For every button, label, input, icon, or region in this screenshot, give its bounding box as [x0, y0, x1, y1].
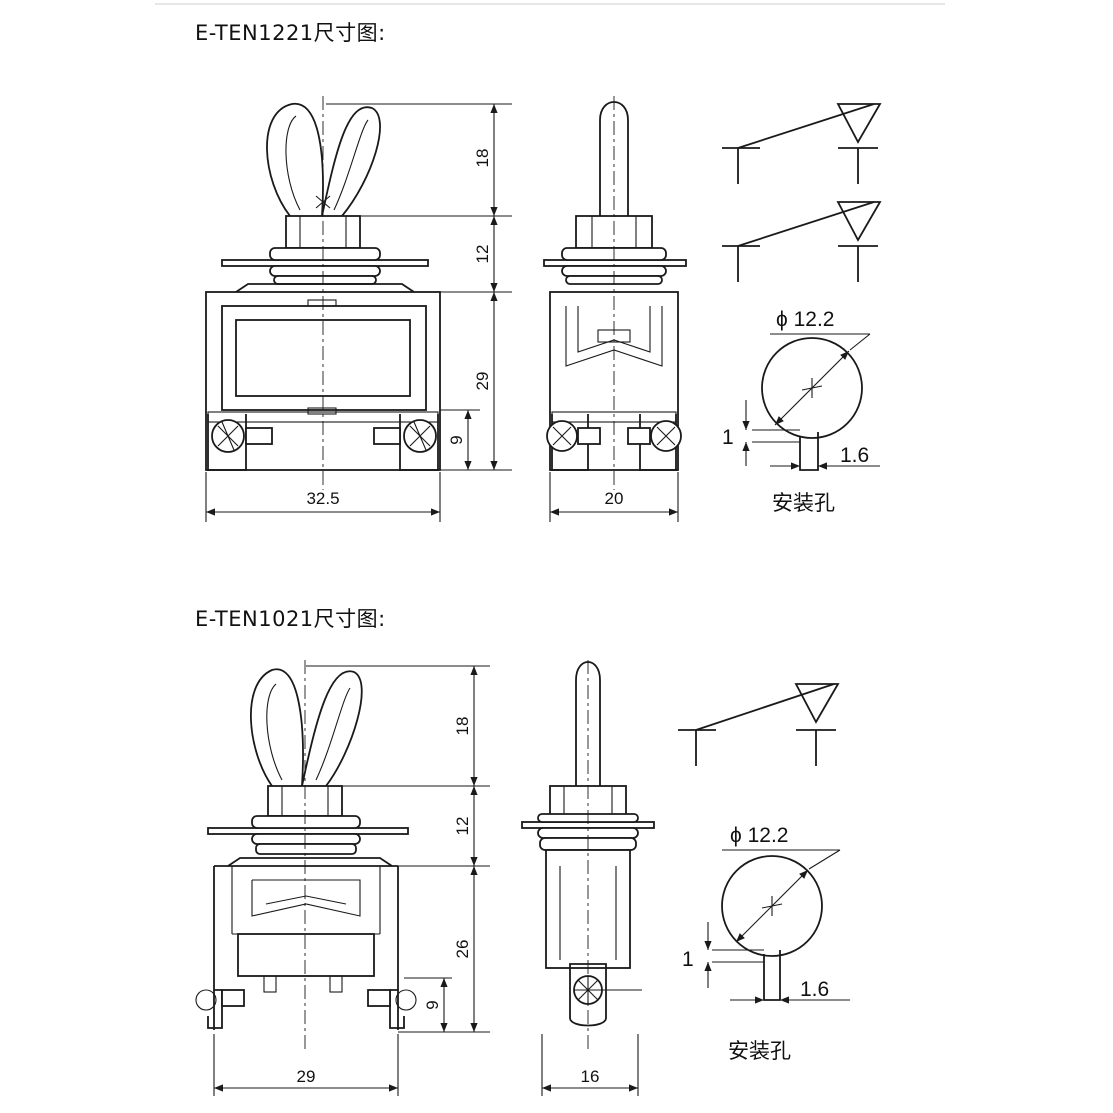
- terminal-screw-left: [207, 414, 273, 471]
- mounting-hole-label: 安装孔: [728, 1039, 791, 1063]
- dim-lever-height: 18: [453, 717, 472, 736]
- front-view: [205, 96, 441, 490]
- side-terminal: [569, 963, 642, 1027]
- dim-front-width: 29: [297, 1067, 316, 1086]
- dim-lever-height: 18: [473, 149, 492, 168]
- circuit-symbol-2: [722, 201, 882, 282]
- lever-outline-right: [301, 670, 363, 787]
- dim-body-height: 26: [453, 940, 472, 959]
- terminal-screw-right: [373, 414, 439, 471]
- side-width-dimension: 16: [541, 1034, 639, 1096]
- dim-terminal-height: 9: [447, 435, 466, 444]
- switch-body: [213, 865, 399, 1030]
- terminal-screw-left: [195, 989, 245, 1029]
- side-view: [521, 660, 655, 1050]
- front-view: [195, 660, 417, 1050]
- diagram-e-ten1021: E-TEN1021尺寸图:: [195, 607, 850, 1096]
- dim-front-width: 32.5: [306, 489, 339, 508]
- side-view: [543, 96, 687, 490]
- diagram-title: E-TEN1021尺寸图:: [195, 607, 386, 631]
- dim-side-width: 16: [581, 1067, 600, 1086]
- dim-side-width: 20: [605, 489, 624, 508]
- mounting-hole-label: 安装孔: [772, 491, 835, 515]
- lever-outline-left: [249, 668, 304, 787]
- dim-key-width: 1.6: [840, 444, 869, 467]
- mounting-hole: ϕ 12.2 1 1.6 安装孔: [722, 308, 880, 515]
- circuit-symbol-1: [678, 683, 840, 766]
- mounting-hole: ϕ 12.2 1 1.6 安装孔: [682, 824, 850, 1063]
- dim-key-width: 1.6: [800, 978, 829, 1001]
- dim-bushing-height: 12: [453, 817, 472, 836]
- dim-terminal-height: 9: [423, 1000, 442, 1009]
- front-width-dimension: 32.5: [205, 472, 441, 522]
- diagram-title: E-TEN1221尺寸图:: [195, 21, 386, 45]
- diagram-e-ten1221: E-TEN1221尺寸图:: [195, 21, 882, 522]
- front-height-dimensions: 18 12 26 9: [306, 665, 490, 1033]
- front-width-dimension: 29: [213, 1034, 399, 1096]
- dim-hole-diameter: ϕ 12.2: [730, 824, 788, 847]
- dim-key-height: 1: [682, 948, 694, 971]
- terminal-screw-right: [367, 989, 417, 1029]
- front-height-dimensions: 18 12 29 9: [326, 103, 512, 471]
- mounting-hole-circle: [721, 855, 823, 957]
- lever-outline-right: [321, 106, 381, 217]
- dim-body-height: 29: [473, 372, 492, 391]
- dim-bushing-height: 12: [473, 245, 492, 264]
- side-terminal-left: [546, 414, 601, 471]
- mounting-hole-circle: [761, 337, 863, 439]
- side-width-dimension: 20: [549, 472, 679, 522]
- dim-hole-diameter: ϕ 12.2: [776, 308, 834, 331]
- side-terminal-right: [627, 414, 682, 471]
- circuit-symbol-1: [722, 103, 882, 184]
- dim-key-height: 1: [722, 426, 734, 449]
- lever-outline-left: [266, 103, 324, 217]
